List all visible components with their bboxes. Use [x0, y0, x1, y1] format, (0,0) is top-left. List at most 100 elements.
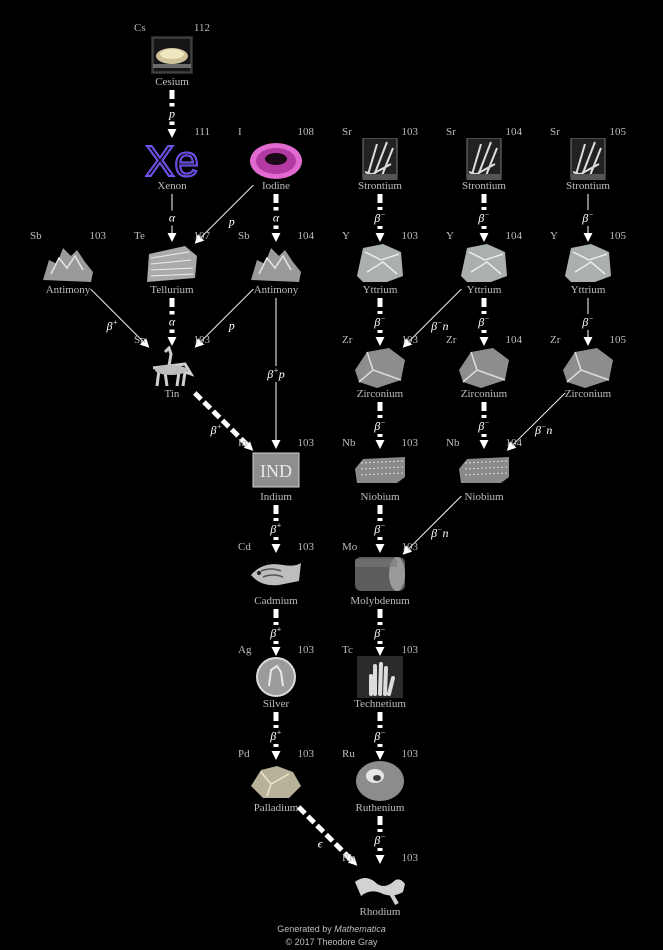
nuclide-mass-number: 103: [297, 748, 315, 760]
zirconium-sample-image: [353, 346, 407, 388]
nuclide-symbol: Sb: [238, 230, 250, 242]
ruthenium-sample-image: [353, 760, 407, 802]
decay-mode-label: β−: [478, 417, 490, 434]
nuclide-symbol: Ru: [342, 748, 355, 760]
nuclide-symbol: Sn: [134, 334, 146, 346]
element-name: Strontium: [357, 180, 402, 192]
nuclide-mass-number: 103: [89, 230, 107, 242]
palladium-sample-image: [249, 760, 303, 802]
nuclide-mass-number: 103: [401, 126, 419, 138]
element-name: Cesium: [155, 76, 189, 88]
nuclide-symbol: Y: [550, 230, 558, 242]
decay-mode-label: β−: [582, 210, 594, 226]
strontium-sample-image: [561, 138, 615, 180]
decay-mode-label: α: [272, 210, 280, 226]
nuclide-mass-number: 103: [401, 748, 419, 760]
footer-generated-by: Generated by: [277, 924, 332, 934]
decay-arrow-pd103-to-rh103: [296, 805, 358, 866]
decay-mode-label: ϵ: [317, 836, 323, 851]
nuclide-mass-number: 105: [609, 230, 627, 242]
silver-sample-image: [249, 656, 303, 698]
nuclide-mass-number: 105: [609, 126, 627, 138]
indium-sample-image: IND: [249, 449, 303, 491]
nuclide-symbol: Y: [342, 230, 350, 242]
element-name: Palladium: [253, 802, 299, 814]
nuclide-mass-number: 103: [297, 644, 315, 656]
nuclide-mass-number: 103: [401, 230, 419, 242]
element-name: Strontium: [461, 180, 506, 192]
nuclide-symbol: Rh: [342, 852, 355, 864]
nuclide-mass-number: 104: [505, 126, 523, 138]
nuclide-mass-number: 112: [193, 22, 210, 34]
element-name: Yttrium: [362, 284, 398, 296]
nuclide-mass-number: 111: [194, 126, 210, 138]
decay-mode-label: β+: [270, 521, 282, 537]
decay-arrow-y104-to-zr103: [402, 288, 462, 348]
nuclide-symbol: Te: [134, 230, 145, 242]
nuclide-symbol: Zr: [342, 334, 353, 346]
element-name: Yttrium: [570, 284, 606, 296]
element-name: Niobium: [464, 491, 504, 503]
decay-arrow-sn103-to-in103: [192, 391, 254, 451]
decay-mode-label: β−n: [431, 525, 449, 541]
element-name: Niobium: [360, 491, 400, 503]
element-name: Tellurium: [150, 284, 194, 296]
nuclide-symbol: Zr: [550, 334, 561, 346]
niobium-sample-image: [353, 449, 407, 491]
decay-mode-label: β−: [374, 832, 386, 848]
nuclide-mass-number: 103: [193, 334, 211, 346]
nuclide-symbol: I: [238, 126, 242, 138]
nuclide-symbol: Cs: [134, 22, 146, 34]
decay-mode-label: α: [168, 314, 176, 330]
yttrium-sample-image: [353, 242, 407, 284]
footer-software: Mathematica: [334, 924, 386, 934]
element-name: Rhodium: [359, 906, 401, 918]
decay-mode-label: β+: [270, 728, 282, 744]
molybdenum-sample-image: [353, 553, 407, 595]
nuclide-mass-number: 104: [505, 230, 523, 242]
nuclide-mass-number: 103: [401, 334, 419, 346]
decay-mode-label: β−: [582, 314, 594, 330]
nuclide-mass-number: 105: [609, 334, 627, 346]
nuclide-mass-number: 103: [401, 852, 419, 864]
decay-mode-label: p: [228, 318, 235, 333]
antimony-sample-image: [249, 242, 303, 284]
tellurium-sample-image: [145, 242, 199, 284]
decay-mode-label: β−: [478, 210, 490, 226]
svg-text:Xe: Xe: [145, 138, 199, 180]
nuclide-mass-number: 103: [401, 644, 419, 656]
footer-generated: Generated by Mathematica: [0, 924, 663, 934]
decay-mode-label: β−: [374, 728, 386, 744]
decay-mode-label: β−: [374, 210, 386, 226]
decay-mode-label: β−: [374, 624, 386, 641]
nuclide-symbol: Sr: [550, 126, 560, 138]
nuclide-symbol: In: [238, 437, 248, 449]
nuclide-symbol: Mo: [342, 541, 358, 553]
nuclide-symbol: Nb: [446, 437, 460, 449]
decay-arrow-i-to-te107: [194, 184, 254, 244]
decay-arrow-sb103-to-sn103: [90, 288, 150, 348]
nuclide-mass-number: 108: [297, 126, 315, 138]
nuclide-symbol: Y: [446, 230, 454, 242]
decay-mode-label: p: [228, 214, 235, 229]
nuclide-mass-number: 103: [297, 437, 315, 449]
cesium-sample-image: [145, 34, 199, 76]
nuclide-symbol: Cd: [238, 541, 251, 553]
element-name: Ruthenium: [355, 802, 405, 814]
element-name: Silver: [262, 698, 290, 710]
zirconium-sample-image: [561, 346, 615, 388]
